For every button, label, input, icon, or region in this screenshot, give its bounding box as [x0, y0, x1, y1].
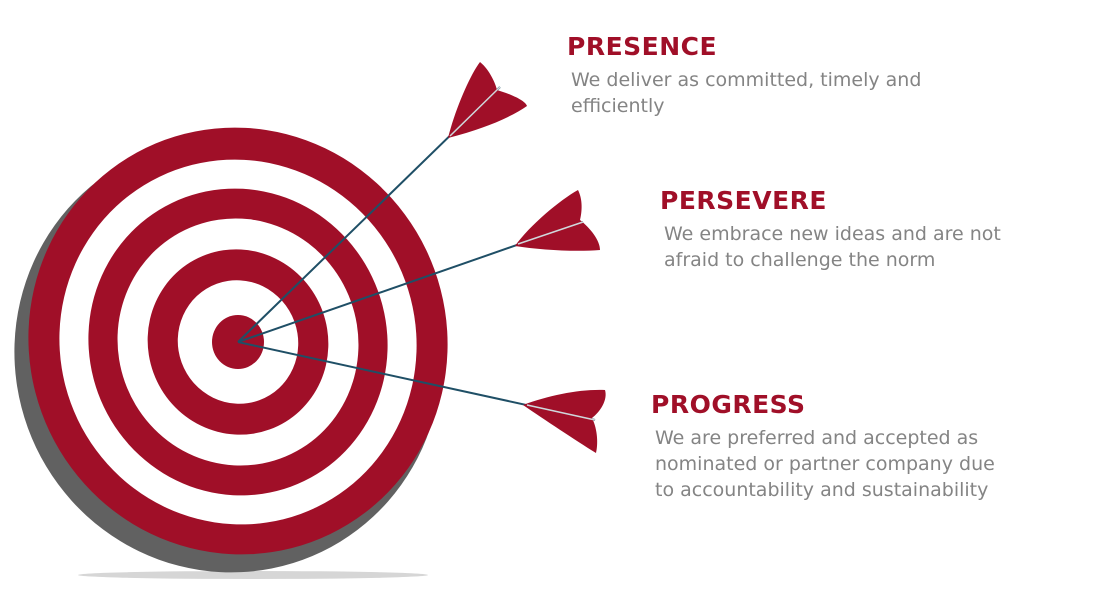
value-description: We deliver as committed, timely and effi… — [571, 67, 921, 119]
value-persevere: PERSEVERE We embrace new ideas and are n… — [660, 186, 1001, 273]
fletching-icon — [523, 389, 606, 453]
arrow-progress — [237, 341, 606, 453]
description-line: We embrace new ideas and are not — [664, 223, 1001, 245]
description-line: afraid to challenge the norm — [664, 249, 936, 271]
arrow-presence — [237, 62, 527, 343]
description-line: to accountability and sustainability — [655, 479, 989, 501]
value-title: PRESENCE — [567, 32, 718, 61]
description-line: We deliver as committed, timely and — [571, 69, 922, 91]
description-line: We are preferred and accepted as — [655, 427, 979, 449]
value-title: PERSEVERE — [660, 186, 827, 215]
fletching-icon — [515, 190, 600, 251]
description-line: nominated or partner company due — [655, 453, 995, 475]
value-description: We embrace new ideas and are not afraid … — [664, 221, 1001, 273]
value-progress: PROGRESS We are preferred and accepted a… — [651, 390, 995, 503]
value-presence: PRESENCE We deliver as committed, timely… — [567, 32, 921, 119]
target-board — [14, 127, 448, 573]
floor-shadow — [78, 571, 428, 579]
value-description: We are preferred and accepted as nominat… — [655, 425, 995, 503]
arrow-persevere — [237, 190, 600, 343]
value-title: PROGRESS — [651, 390, 806, 419]
description-line: efficiently — [571, 95, 665, 117]
